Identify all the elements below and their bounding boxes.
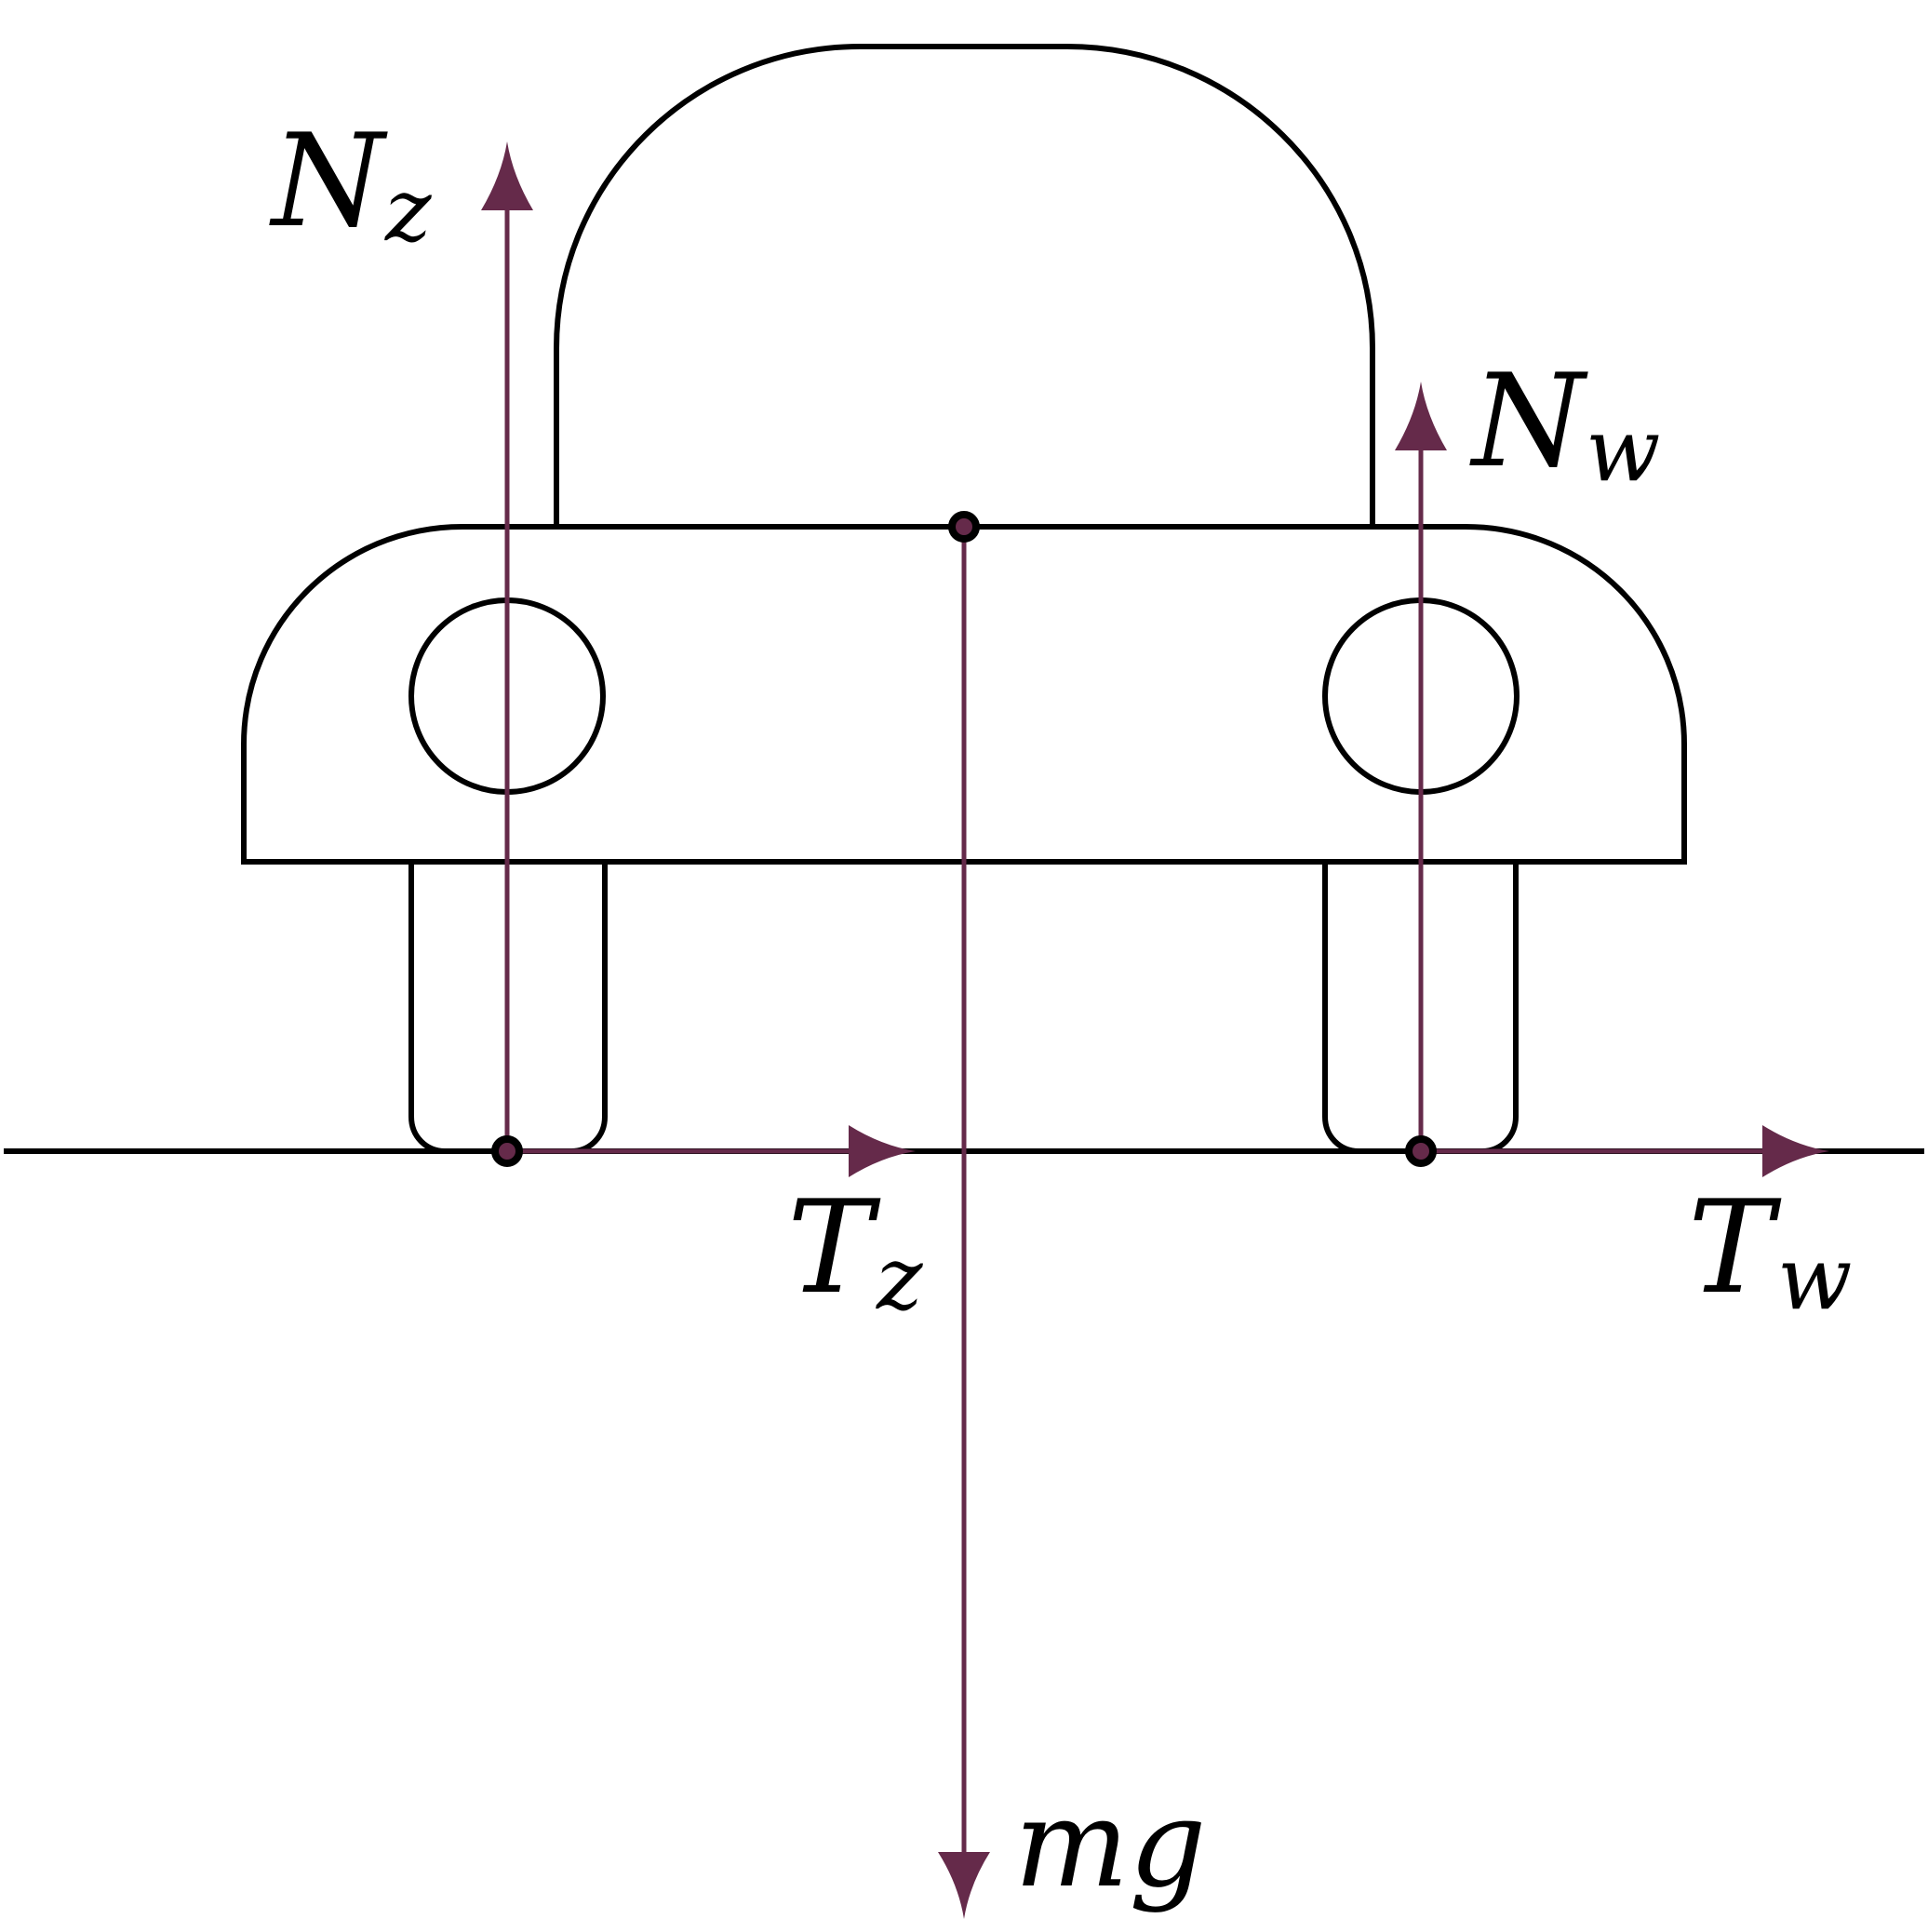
- label-weight: mg: [1014, 1773, 1207, 1914]
- normal-force-rear-arrowhead: [1395, 382, 1447, 450]
- car-cabin: [554, 44, 1375, 527]
- label-friction-rear: T w: [1688, 1173, 1852, 1330]
- label-normal-rear: N w: [1469, 346, 1660, 502]
- friction-force-front-arrowhead: [849, 1125, 916, 1177]
- front-contact-point: [491, 1135, 523, 1167]
- label-normal-front: N z: [269, 106, 432, 262]
- car-body: [241, 524, 1687, 865]
- label-friction-front: T z: [787, 1173, 923, 1330]
- weight-force-arrowhead: [938, 1852, 990, 1919]
- normal-force-front-arrowhead: [481, 141, 533, 210]
- rear-contact-point: [1405, 1135, 1437, 1167]
- centre-of-mass-point: [948, 511, 980, 543]
- friction-force-rear-arrowhead: [1762, 1125, 1829, 1177]
